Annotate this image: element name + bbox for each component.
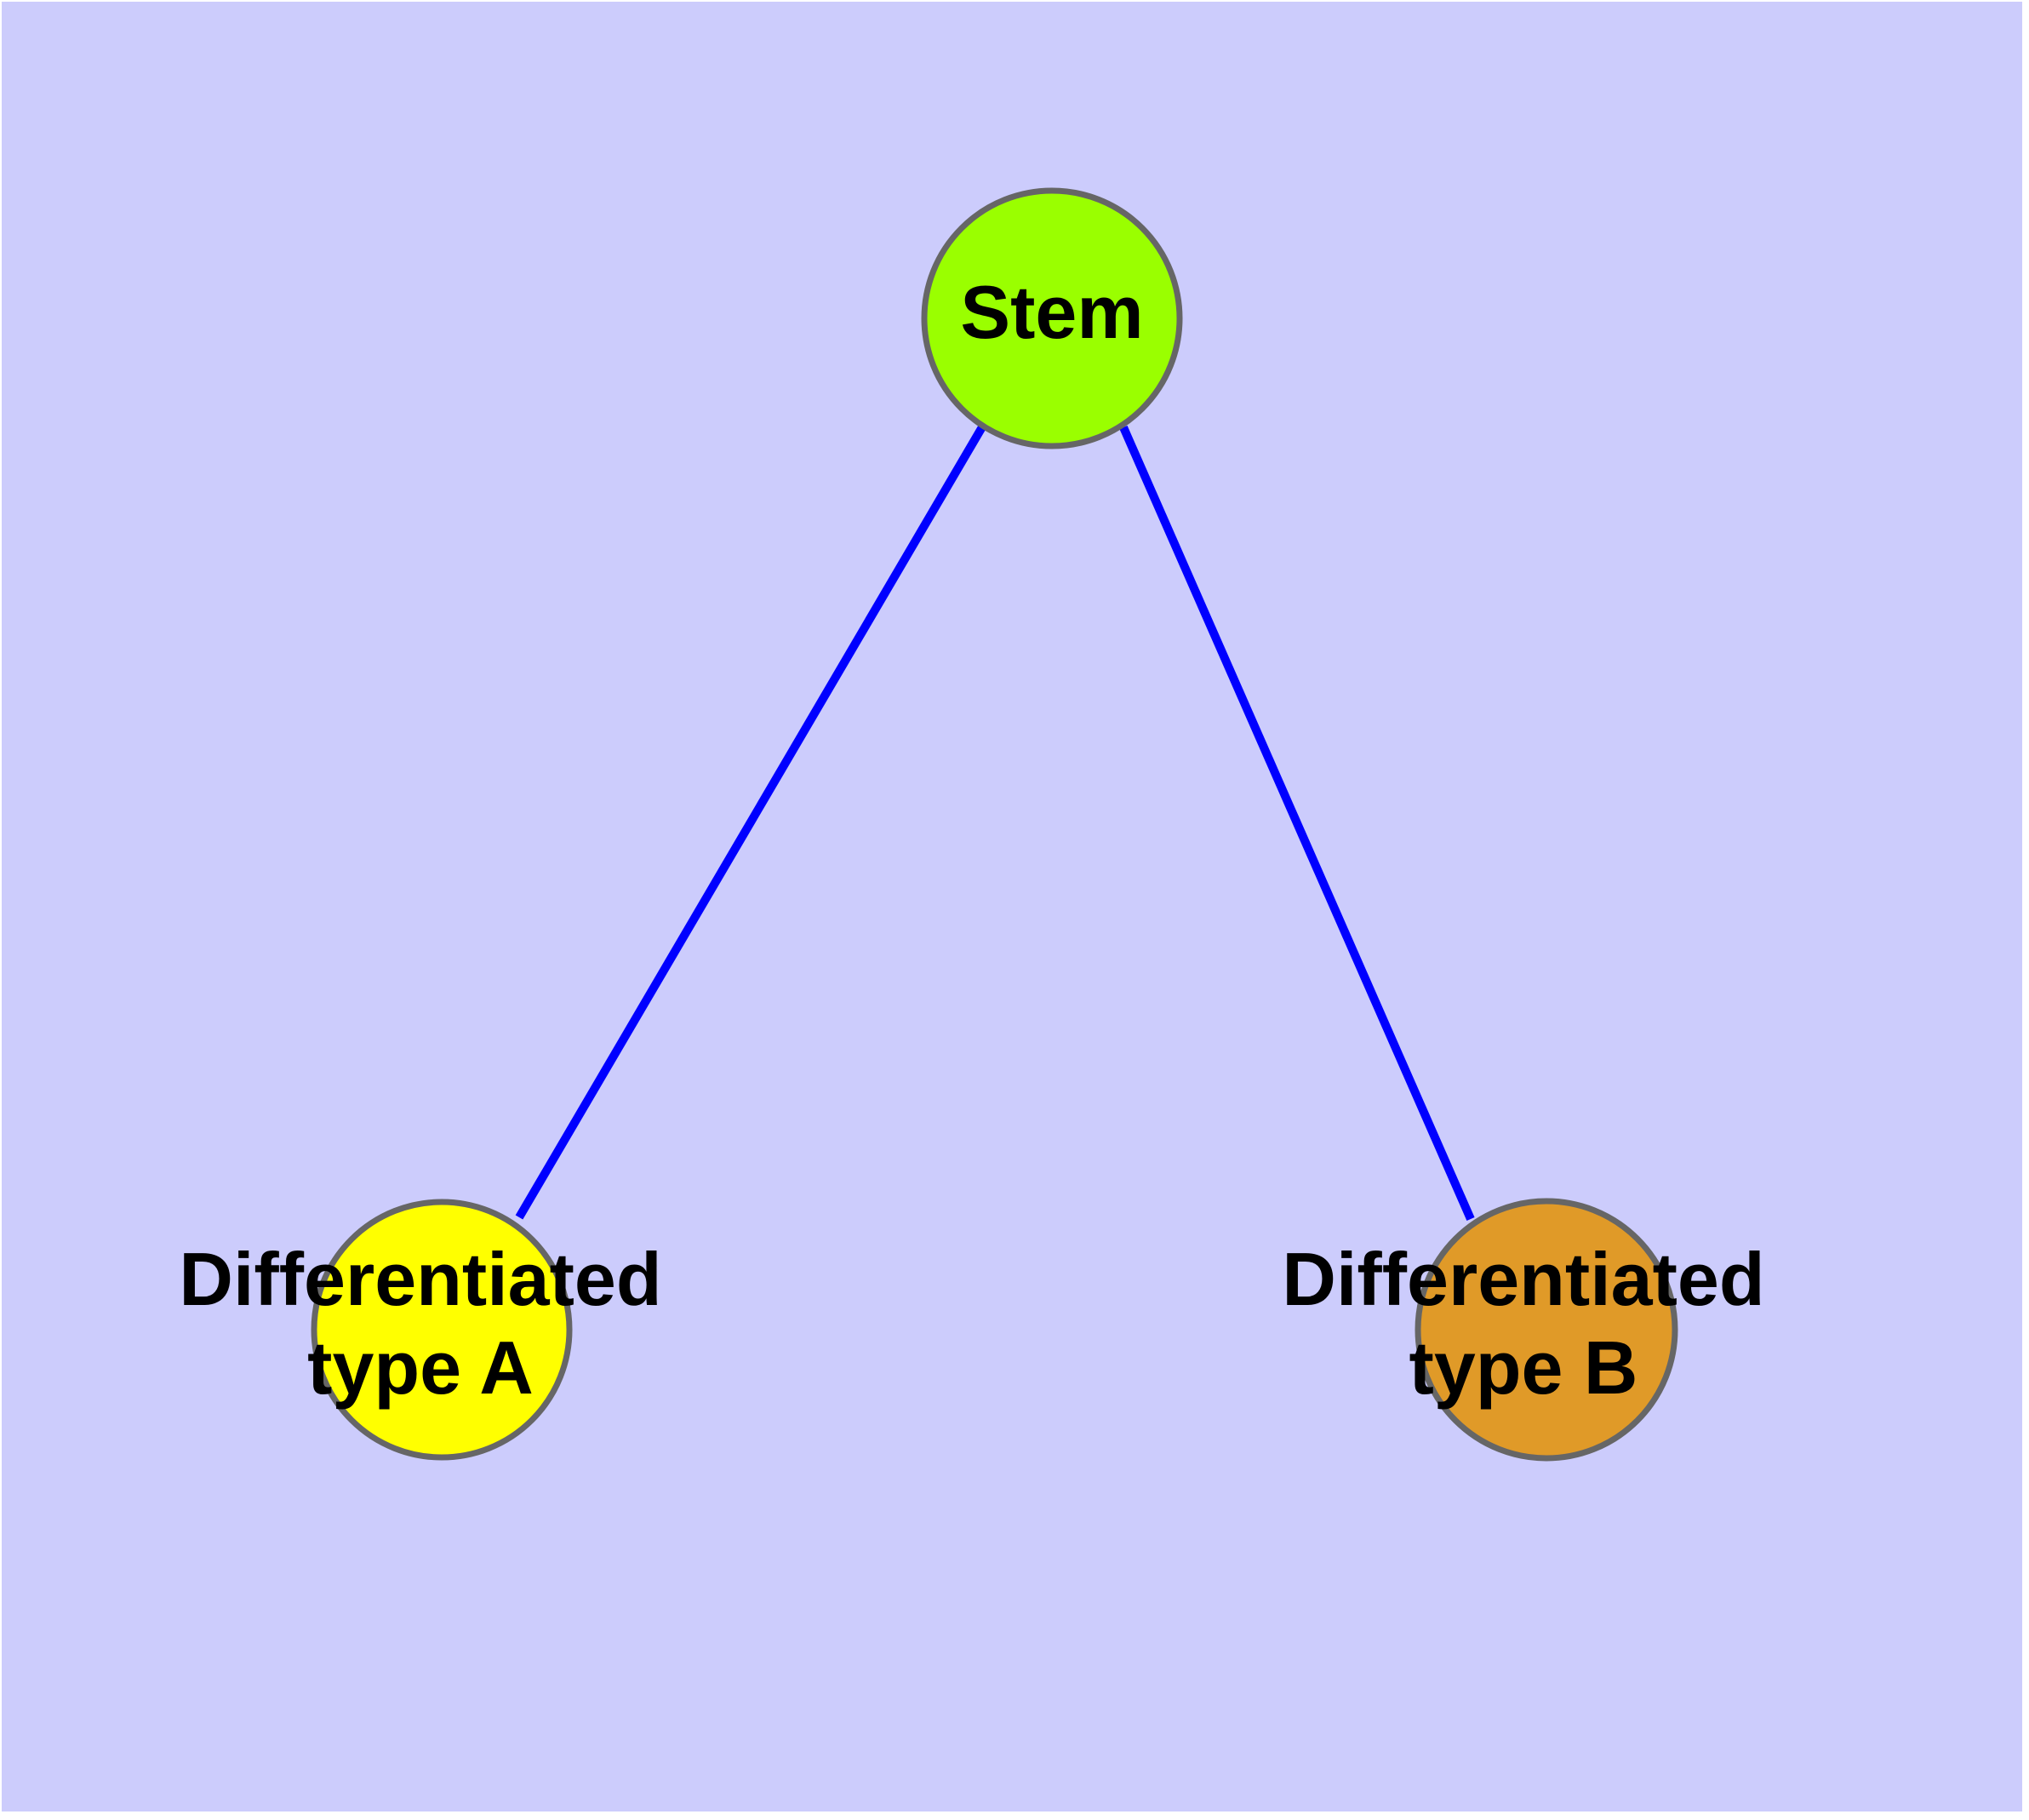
node-label-line: type B xyxy=(1409,1325,1638,1410)
graph-node-stem[interactable] xyxy=(921,187,1183,449)
graph-node-diff_b[interactable] xyxy=(1415,1198,1678,1462)
graph-edge-stem-to-diff-a[interactable] xyxy=(515,423,987,1220)
node-label-line: type A xyxy=(307,1325,534,1410)
graph-edge-stem-to-diff-b[interactable] xyxy=(1119,425,1475,1222)
node-label-line: Differentiated xyxy=(1282,1237,1764,1321)
node-label-stem: Stem xyxy=(960,270,1143,354)
node-label-line: Differentiated xyxy=(179,1237,661,1321)
edges-layer xyxy=(515,423,1475,1222)
graph-node-diff_a[interactable] xyxy=(311,1199,573,1461)
nodes-layer xyxy=(311,187,1678,1462)
node-label-line: Stem xyxy=(960,270,1143,354)
